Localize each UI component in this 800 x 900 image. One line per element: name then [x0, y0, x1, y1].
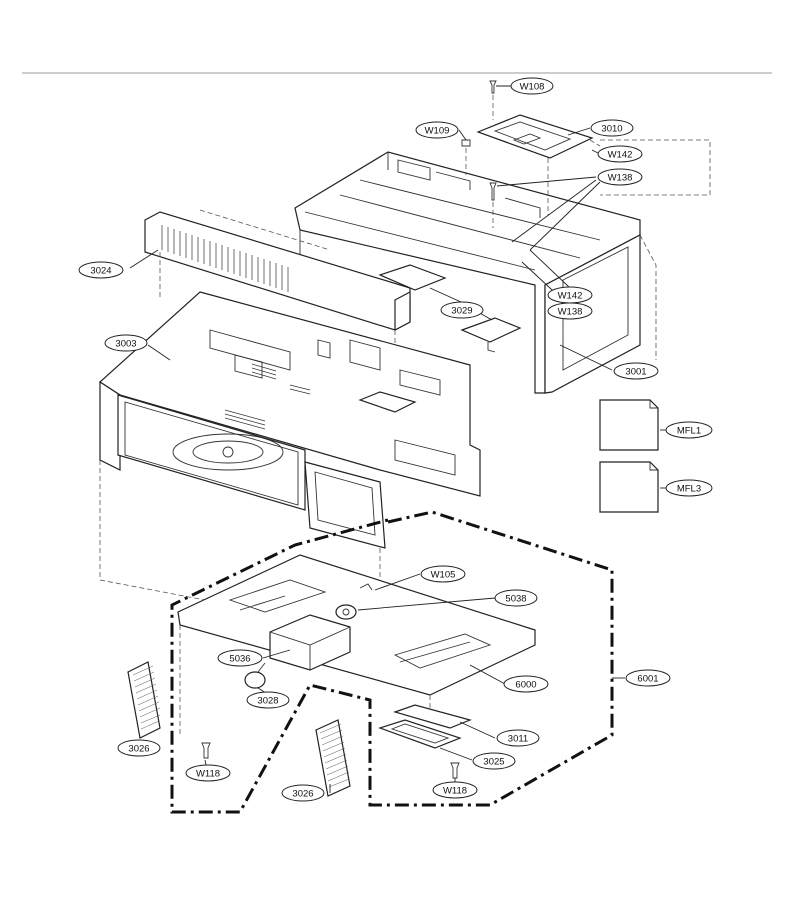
svg-text:W138: W138	[608, 173, 633, 184]
svg-text:W142: W142	[558, 291, 583, 302]
part-label-w118-right: W118	[432, 781, 478, 799]
screw-w138	[489, 182, 497, 228]
part-label-w138-top: W138	[597, 168, 643, 186]
svg-text:MFL1: MFL1	[677, 426, 701, 437]
svg-text:3001: 3001	[625, 367, 646, 378]
svg-text:W142: W142	[608, 150, 633, 161]
part-label-3010: 3010	[590, 119, 634, 137]
bracket-part-3010	[476, 114, 601, 215]
part-label-3003: 3003	[104, 334, 148, 352]
svg-text:W138: W138	[558, 307, 583, 318]
svg-text:6001: 6001	[637, 674, 658, 685]
part-label-w108: W108	[510, 77, 554, 95]
part-label-3025: 3025	[472, 752, 516, 770]
screw-w118-left	[201, 742, 211, 759]
part-label-5036: 5036	[217, 649, 263, 667]
svg-text:3026: 3026	[292, 789, 313, 800]
filter-part-3026-bottom	[315, 719, 351, 797]
base-plate-part-6000	[177, 554, 536, 735]
part-label-w142-top: W142	[597, 145, 643, 163]
svg-text:W118: W118	[443, 786, 467, 797]
part-label-6000: 6000	[503, 675, 549, 693]
filter-part-3026-left	[127, 661, 161, 739]
screw-w108	[489, 80, 497, 120]
part-label-3024: 3024	[78, 261, 124, 279]
svg-text:5036: 5036	[229, 654, 250, 665]
part-label-w142-right: W142	[547, 286, 593, 304]
fan-part-5038	[335, 583, 373, 620]
cabinet-part-3001	[294, 139, 711, 394]
svg-text:3026: 3026	[128, 744, 149, 755]
svg-text:5038: 5038	[505, 594, 526, 605]
svg-text:3011: 3011	[508, 734, 528, 745]
screw-w109	[461, 139, 471, 175]
svg-text:3003: 3003	[115, 339, 136, 350]
svg-text:3028: 3028	[257, 696, 278, 707]
base-assembly-outline-6001	[170, 510, 614, 814]
svg-text:3024: 3024	[90, 266, 111, 277]
part-label-3026-bottom: 3026	[281, 784, 325, 802]
part-label-5038: 5038	[494, 589, 538, 607]
svg-text:MFL3: MFL3	[677, 484, 701, 495]
leader-lines	[129, 85, 666, 793]
part-label-w118-left: W118	[185, 764, 231, 782]
part-label-6001: 6001	[625, 669, 671, 687]
svg-text:3025: 3025	[483, 757, 504, 768]
part-label-w138-right: W138	[547, 302, 593, 320]
svg-text:6000: 6000	[515, 680, 536, 691]
part-label-3001: 3001	[613, 362, 659, 380]
svg-text:3029: 3029	[451, 306, 472, 317]
svg-text:W109: W109	[425, 126, 450, 137]
svg-text:3010: 3010	[601, 124, 622, 135]
part-label-mfl3: MFL3	[665, 479, 713, 497]
manual-mfl1	[599, 399, 659, 451]
part-label-3029: 3029	[440, 301, 484, 319]
part-label-3028: 3028	[246, 691, 290, 709]
part-label-w109: W109	[415, 121, 459, 139]
part-label-mfl1: MFL1	[665, 421, 713, 439]
lamp-cover-part-3025	[378, 719, 462, 749]
lamp-cover-part-3011	[393, 704, 472, 729]
part-label-3026-left: 3026	[117, 739, 161, 757]
svg-text:W108: W108	[520, 82, 545, 93]
motor-part-5036	[269, 614, 351, 671]
svg-text:W105: W105	[431, 570, 456, 581]
part-label-3011: 3011	[496, 729, 540, 747]
vent-grille-part-3024	[144, 209, 411, 360]
svg-text:W118: W118	[196, 769, 220, 780]
screw-w118-right	[450, 762, 460, 779]
bracket-part-3029	[378, 264, 522, 353]
oven-cavity-part-3003	[99, 291, 481, 621]
lamp-part-3028	[244, 662, 266, 689]
part-label-w105: W105	[420, 565, 466, 583]
manual-mfl3	[599, 461, 659, 513]
